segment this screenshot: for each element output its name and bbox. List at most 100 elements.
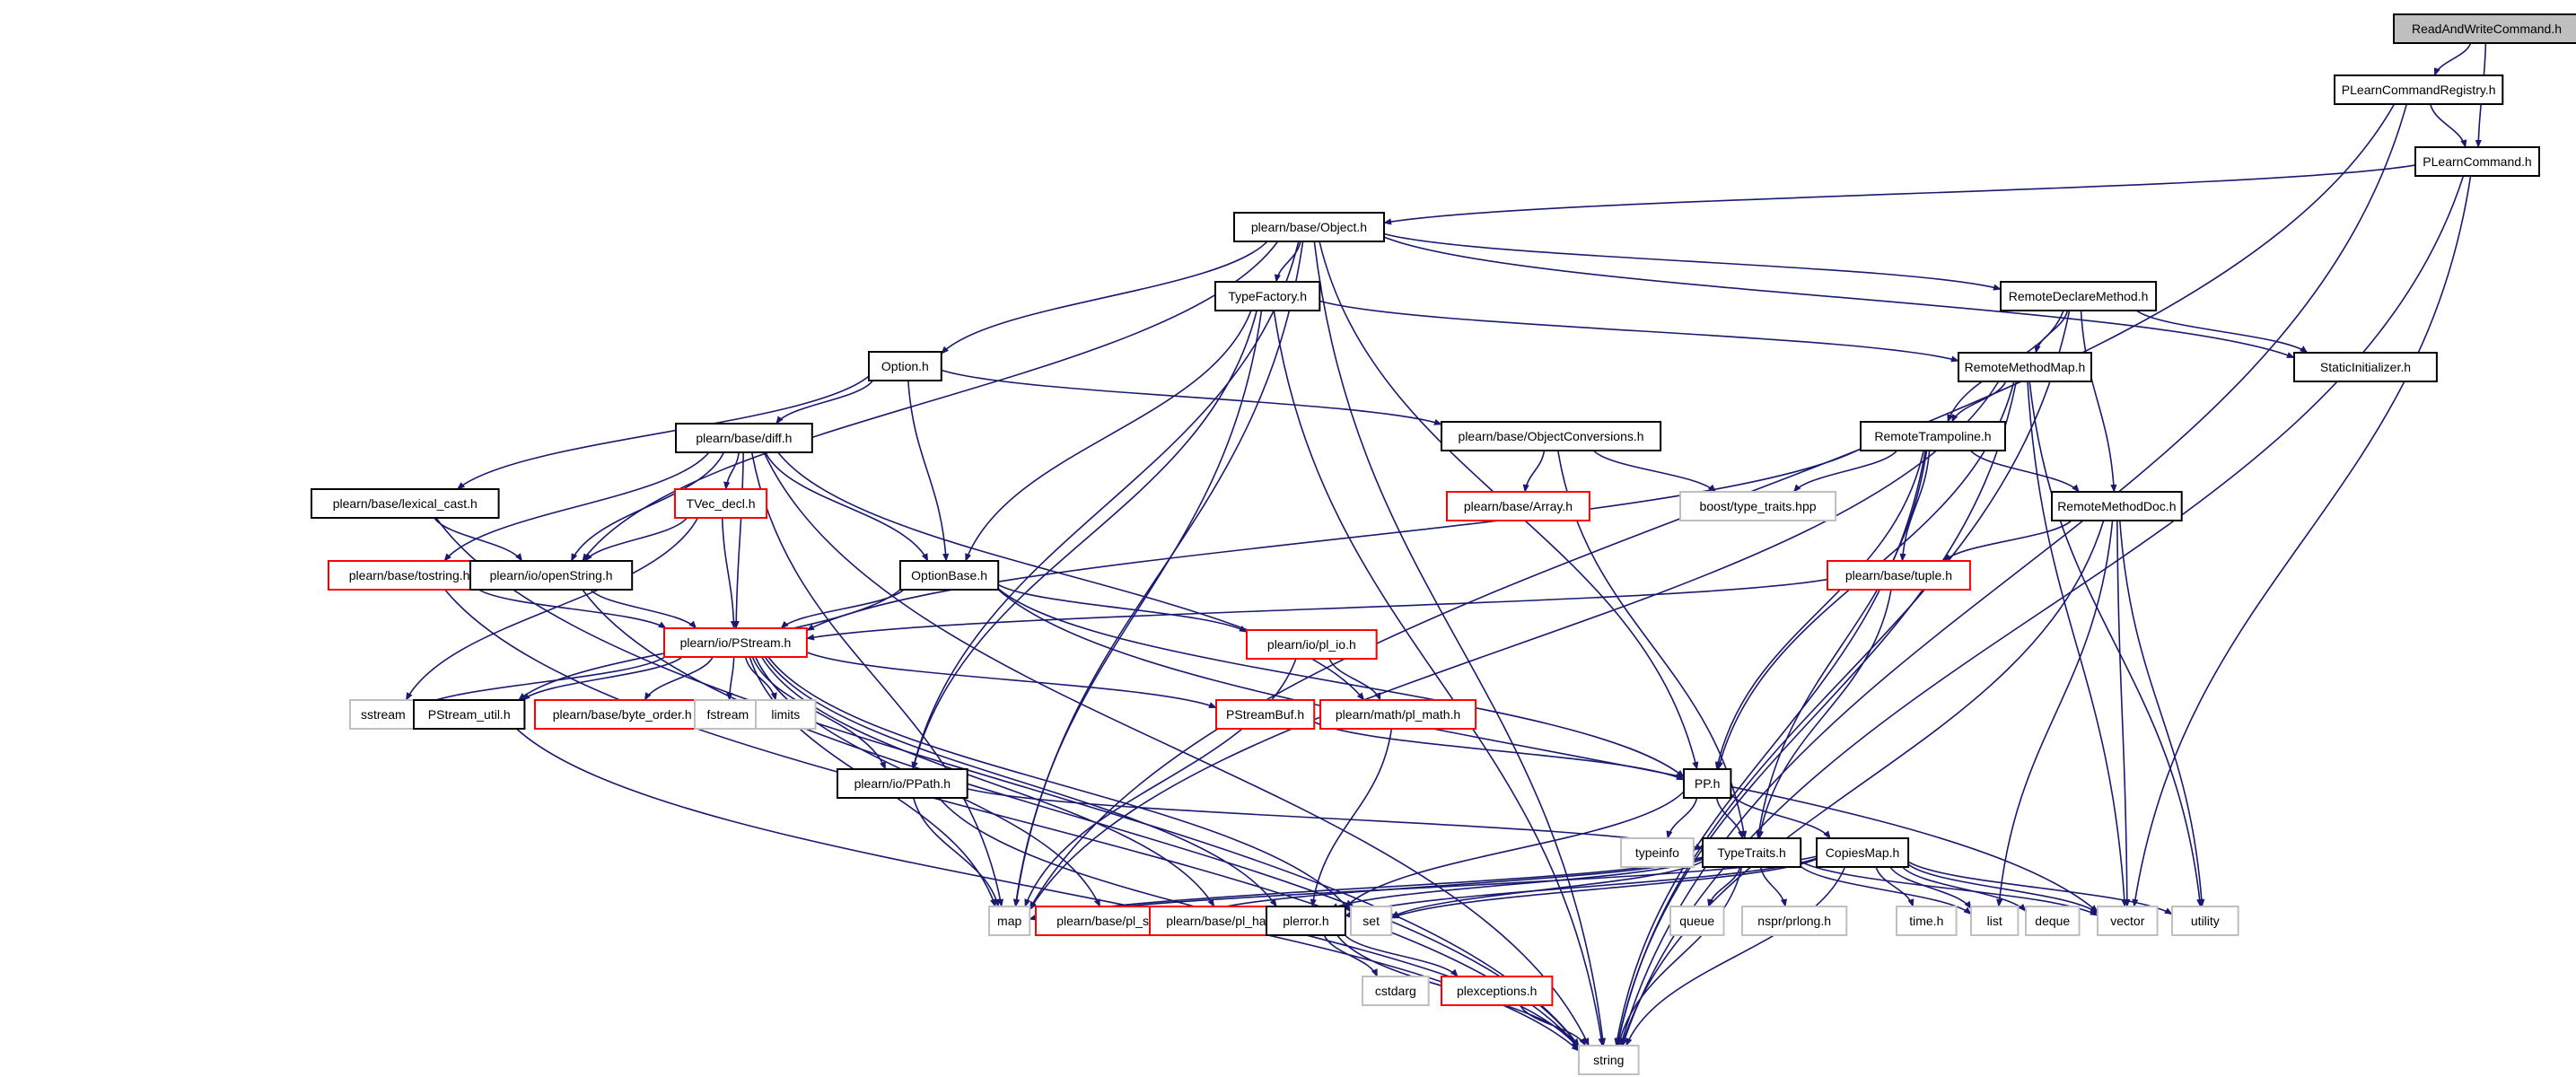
graph-node-tuple[interactable]: plearn/base/tuple.h	[1827, 560, 1971, 591]
edge-typefactory-to-string	[1273, 310, 1605, 1046]
graph-node-pstream[interactable]: plearn/io/PStream.h	[663, 627, 808, 658]
edge-optionbase-to-plio	[997, 583, 1248, 633]
node-label: plearn/base/byte_order.h	[553, 707, 692, 722]
edge-remotemap-to-string	[1615, 381, 2018, 1046]
node-label: TypeFactory.h	[1228, 289, 1307, 303]
graph-node-plerror[interactable]: plerror.h	[1266, 906, 1346, 936]
graph-node-typefactory[interactable]: TypeFactory.h	[1214, 281, 1321, 311]
edge-plexceptions-to-string	[1519, 1004, 1587, 1046]
graph-node-limits: limits	[755, 699, 817, 730]
edge-tvec-to-openstring	[584, 517, 688, 562]
graph-node-tostring[interactable]: plearn/base/tostring.h	[328, 560, 492, 591]
edge-pstream-to-pstreambuf	[806, 652, 1217, 709]
node-label: set	[1362, 914, 1380, 928]
edge-pp-to-copiesmap	[1730, 793, 1831, 839]
node-box	[1683, 768, 1732, 799]
graph-node-root[interactable]: ReadAndWriteCommand.h	[2393, 13, 2576, 44]
node-label: plearn/io/PStream.h	[680, 635, 792, 650]
edge-object-to-openstring	[582, 241, 1279, 562]
node-label: cstdarg	[1375, 984, 1416, 998]
node-box	[1679, 491, 1837, 521]
graph-node-optionbase[interactable]: OptionBase.h	[899, 560, 1000, 591]
edge-remotedoc-to-utility	[2119, 520, 2205, 907]
graph-node-pstreambuf[interactable]: PStreamBuf.h	[1215, 699, 1316, 730]
node-label: vector	[2110, 914, 2144, 928]
edge-tostring-to-pstream	[478, 589, 667, 629]
edge-lexical-to-openstring	[434, 517, 523, 562]
edge-registry-to-command	[2429, 103, 2467, 148]
node-box	[1896, 906, 1958, 936]
node-label: map	[997, 914, 1021, 928]
graph-node-utility: utility	[2171, 906, 2239, 936]
node-label: typeinfo	[1635, 845, 1679, 860]
graph-node-sstream: sstream	[349, 699, 417, 730]
graph-node-trampoline[interactable]: RemoteTrampoline.h	[1860, 421, 2006, 451]
node-label: PLearnCommand.h	[2423, 154, 2531, 169]
edge-optionbase-to-pstream	[780, 589, 905, 629]
node-box	[2051, 491, 2183, 521]
node-label: deque	[2035, 914, 2070, 928]
node-box	[2293, 352, 2438, 382]
edge-remotedoc-to-string	[1620, 520, 2105, 1046]
edge-layer	[405, 42, 2487, 1052]
edge-copiesmap-to-timeh	[1875, 866, 1914, 907]
edge-pstream-to-ppath	[751, 656, 887, 770]
node-box	[988, 906, 1031, 936]
node-box	[1233, 212, 1385, 242]
graph-node-command[interactable]: PLearnCommand.h	[2414, 146, 2540, 177]
graph-node-ppath[interactable]: plearn/io/PPath.h	[837, 768, 968, 799]
graph-node-remotedoc[interactable]: RemoteMethodDoc.h	[2051, 491, 2183, 521]
graph-node-copiesmap[interactable]: CopiesMap.h	[1816, 837, 1910, 868]
node-label: PLearnCommandRegistry.h	[2342, 83, 2496, 97]
node-label: PStream_util.h	[428, 707, 511, 722]
edge-diff-to-pstream	[732, 451, 744, 629]
node-label: fstream	[707, 707, 749, 722]
edge-pstreambuf-to-pp	[1313, 721, 1685, 781]
edge-option-to-optionbase	[907, 380, 950, 562]
node-layer: ReadAndWriteCommand.hPLearnCommandRegist…	[311, 13, 2576, 1075]
node-box	[2025, 906, 2081, 936]
node-box	[1827, 560, 1971, 591]
graph-node-plmath[interactable]: plearn/math/pl_math.h	[1319, 699, 1477, 730]
edge-typefactory-to-optionbase	[965, 310, 1252, 562]
graph-node-pstreamutil[interactable]: PStream_util.h	[413, 699, 526, 730]
edge-option-to-lexical	[456, 375, 870, 490]
edge-pstream-to-fstream	[726, 656, 735, 701]
node-label: plearn/io/openString.h	[490, 568, 613, 582]
edge-objconv-to-array	[1522, 450, 1546, 493]
node-box	[837, 768, 968, 799]
graph-node-plexceptions[interactable]: plexceptions.h	[1441, 976, 1554, 1006]
graph-node-pp[interactable]: PP.h	[1683, 768, 1732, 799]
edge-trampoline-to-pp	[1714, 450, 1924, 770]
graph-node-diff[interactable]: plearn/base/diff.h	[675, 423, 813, 453]
graph-node-objconv[interactable]: plearn/base/ObjectConversions.h	[1441, 421, 1662, 451]
graph-node-byteorder[interactable]: plearn/base/byte_order.h	[534, 699, 711, 730]
edge-typetraits-to-string	[1617, 866, 1743, 1046]
graph-node-plio[interactable]: plearn/io/pl_io.h	[1246, 629, 1378, 660]
node-box	[675, 423, 813, 453]
node-label: time.h	[1909, 914, 1943, 928]
graph-node-registry[interactable]: PLearnCommandRegistry.h	[2334, 74, 2504, 105]
graph-node-array[interactable]: plearn/base/Array.h	[1446, 491, 1590, 521]
graph-node-remotedeclare[interactable]: RemoteDeclareMethod.h	[2000, 281, 2158, 311]
graph-node-tvec[interactable]: TVec_decl.h	[674, 488, 768, 519]
edge-remotedoc-to-vector	[2116, 520, 2131, 907]
node-label: plearn/base/tostring.h	[349, 568, 470, 582]
graph-node-option[interactable]: Option.h	[868, 351, 942, 381]
node-label: TypeTraits.h	[1717, 845, 1786, 860]
edge-diff-to-openstring	[570, 451, 725, 562]
graph-node-lexical[interactable]: plearn/base/lexical_cast.h	[311, 488, 500, 519]
node-label: plearn/base/tuple.h	[1845, 568, 1952, 582]
graph-node-object[interactable]: plearn/base/Object.h	[1233, 212, 1385, 242]
node-box	[1215, 699, 1316, 730]
graph-node-typetraits[interactable]: TypeTraits.h	[1702, 837, 1802, 868]
edge-option-to-objconv	[941, 369, 1442, 425]
edge-typefactory-to-map	[1012, 310, 1263, 907]
edge-optionbase-to-pp	[997, 588, 1685, 778]
edge-registry-to-string	[1619, 103, 2408, 1046]
node-box	[2000, 281, 2158, 311]
graph-node-openstring[interactable]: plearn/io/openString.h	[469, 560, 634, 591]
graph-node-staticinit[interactable]: StaticInitializer.h	[2293, 352, 2438, 382]
node-box	[1350, 906, 1393, 936]
graph-node-remotemap[interactable]: RemoteMethodMap.h	[1958, 352, 2092, 382]
